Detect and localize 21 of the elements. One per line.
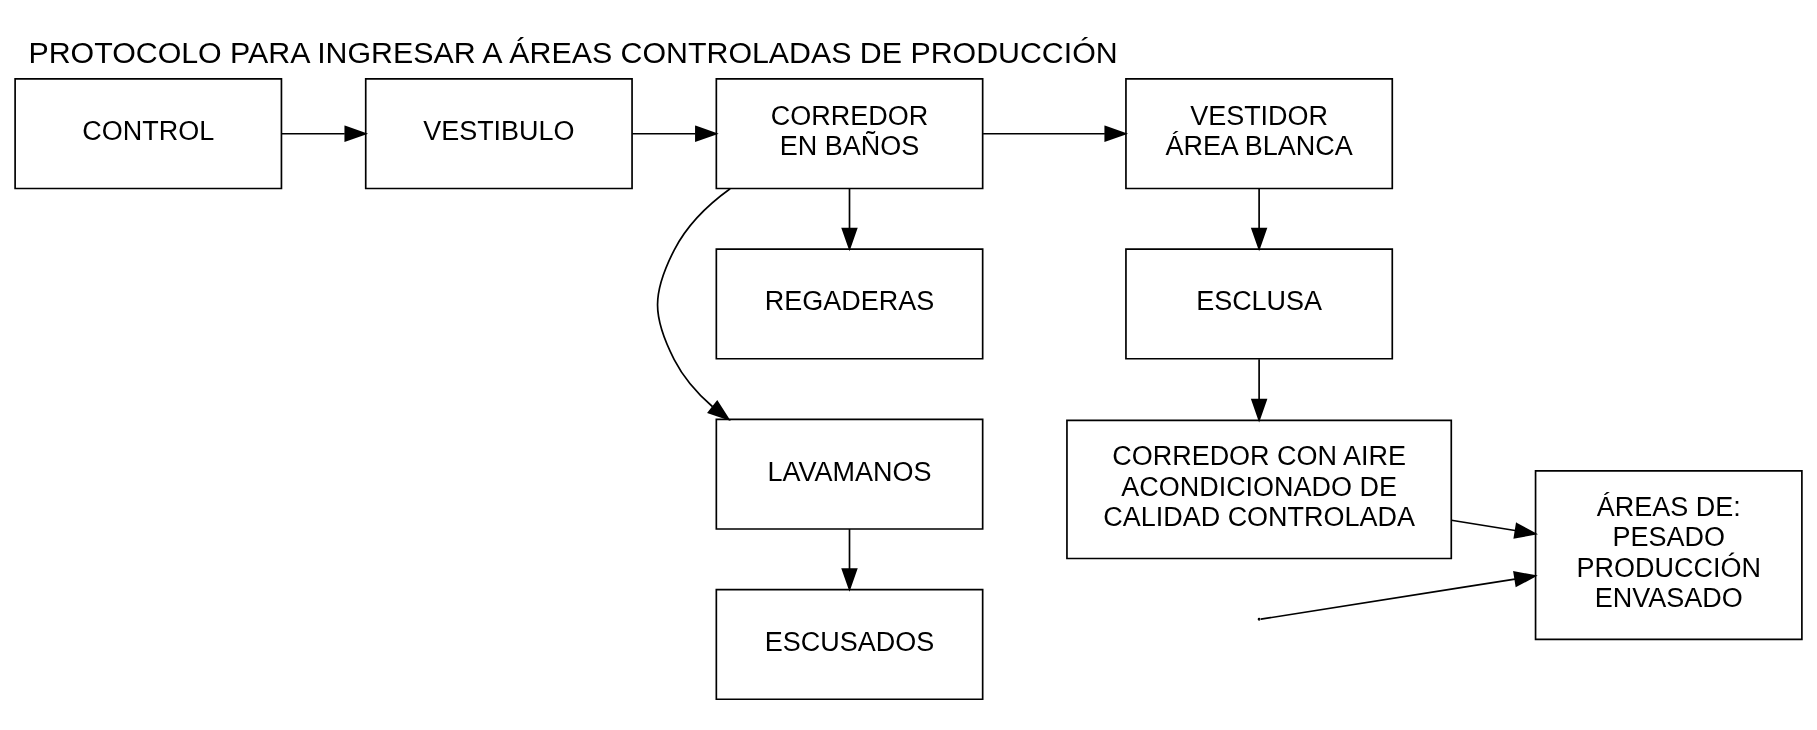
arrow [1450,518,1539,539]
node-box: ESCUSADOS [715,588,984,700]
diagram-title: PROTOCOLO PARA INGRESAR A ÁREAS CONTROLADAS DE PRODUCCIÓN [28,35,1118,69]
node-box: REGADERAS [715,247,984,360]
node-box: LAVAMANOS [715,418,984,530]
arrow [982,124,1129,142]
arrow [280,124,369,142]
arrow [631,124,719,142]
node-box: CORREDOR EN BAÑOS [715,77,984,189]
arrow [1250,357,1268,422]
node-box: VESTIDOR ÁREA BLANCA [1125,77,1394,189]
node-box: CORREDOR CON AIRE ACONDICIONADO DE CALIDAD CONTROLADA [1066,418,1453,559]
node-box: CONTROL [14,77,283,189]
node-box: ÁREAS DE: PESADO PRODUCCIÓN ENVASADO [1534,469,1803,640]
arrow [1260,570,1538,620]
arrow [841,527,858,592]
arrow [841,187,858,251]
arrow [1250,187,1268,251]
arrow [656,187,731,421]
node-box: ESCLUSA [1125,247,1394,360]
node-box: VESTIBULO [364,77,633,189]
